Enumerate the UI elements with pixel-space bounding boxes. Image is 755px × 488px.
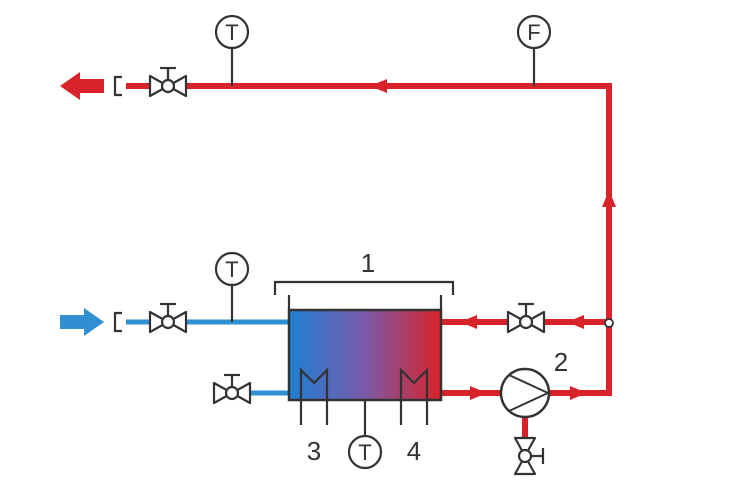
cold-inlet-arrow-icon xyxy=(60,308,104,336)
temp-sensor-bottom xyxy=(347,434,383,470)
heater-label-4: 4 xyxy=(407,436,421,466)
valve-icon xyxy=(513,436,545,476)
valve-icon xyxy=(148,302,188,334)
flow-arrow-icon xyxy=(460,315,477,329)
flow-arrow-icon xyxy=(370,79,387,93)
storage-tank xyxy=(287,308,443,402)
flow-arrow-icon xyxy=(602,190,616,207)
temp-sensor-inlet xyxy=(214,251,250,287)
flow-meter xyxy=(516,14,552,50)
heater-label-3: 3 xyxy=(307,436,321,466)
pipe-end-flange xyxy=(113,311,122,333)
hot-supply-line xyxy=(183,83,612,322)
valve-icon xyxy=(148,66,188,98)
pipe-junction xyxy=(604,318,614,328)
valve-icon xyxy=(506,302,546,334)
heater-element-3 xyxy=(299,367,329,425)
heater-element-4 xyxy=(399,367,429,425)
flow-arrow-icon xyxy=(470,386,487,400)
pipe-end-flange xyxy=(113,75,122,97)
hot-outlet-arrow-icon xyxy=(60,72,104,100)
temp-sensor-top xyxy=(214,14,250,50)
pump-label: 2 xyxy=(554,347,568,377)
temp-sensor-inlet-label: T xyxy=(225,257,238,282)
flow-meter-label: F xyxy=(527,20,540,45)
flow-arrow-icon xyxy=(567,315,584,329)
pump-return-line xyxy=(550,322,612,396)
pump-icon xyxy=(499,367,551,419)
temp-sensor-bottom-label: T xyxy=(358,440,371,465)
tank-label: 1 xyxy=(361,248,375,278)
tank-bracket xyxy=(273,280,455,295)
temp-sensor-top-label: T xyxy=(225,20,238,45)
valve-icon xyxy=(212,373,252,405)
flow-arrow-icon xyxy=(570,386,587,400)
